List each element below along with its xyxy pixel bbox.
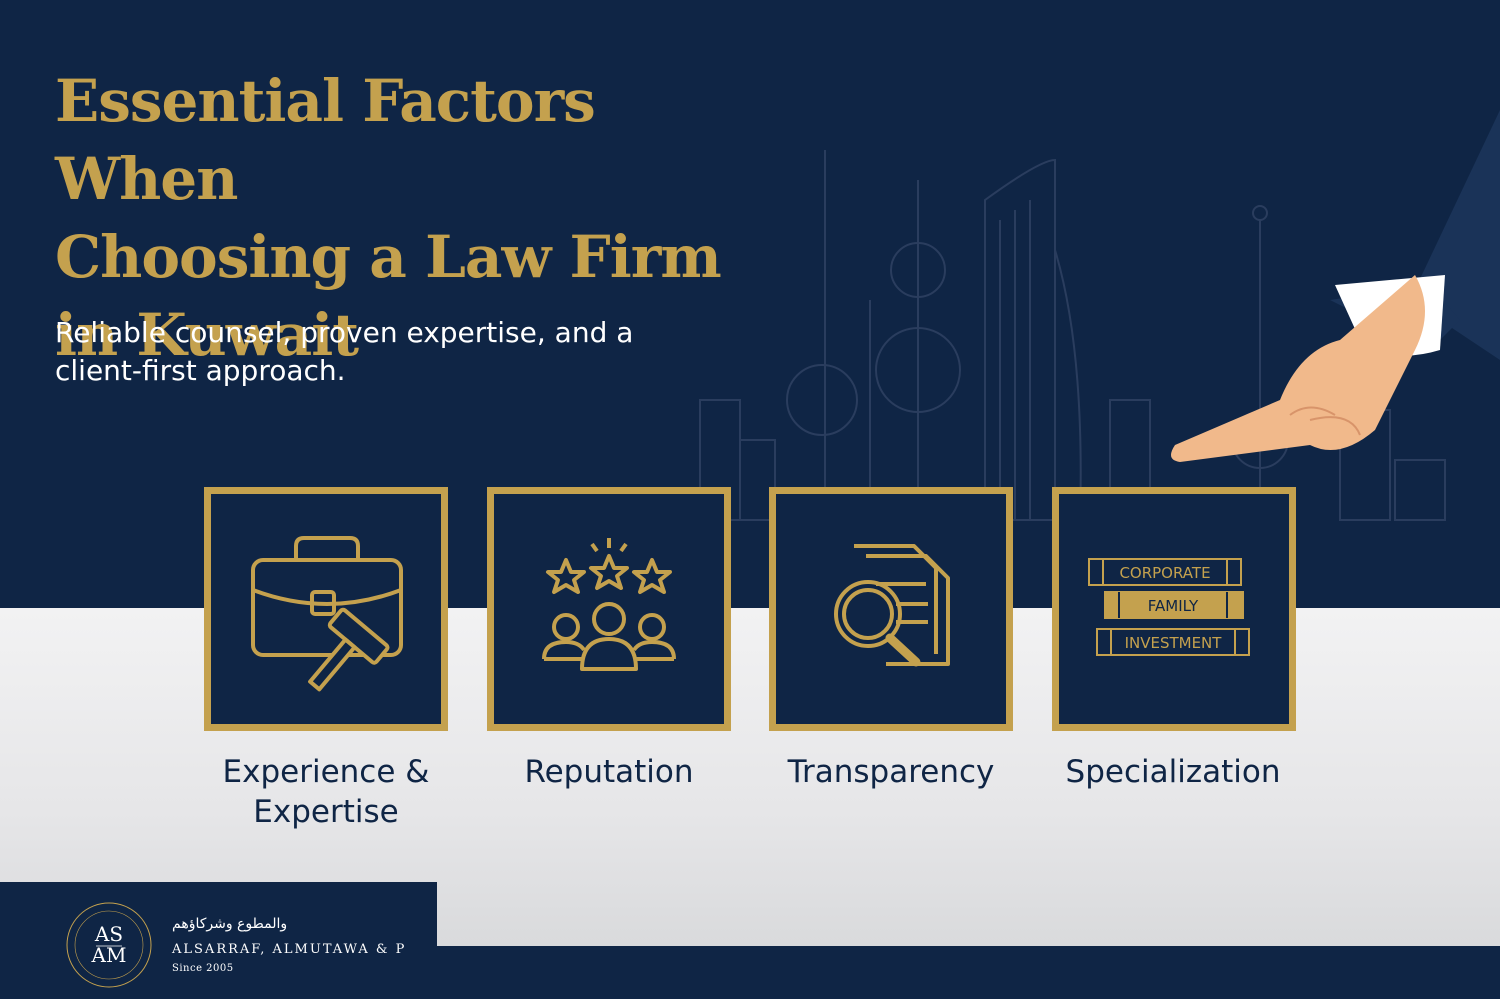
label-experience-line-2: Expertise [253,794,399,830]
title-line-1: Essential Factors When [55,67,596,213]
label-specialization: Specialization [1065,754,1281,790]
title-line-2: Choosing a Law Firm [55,223,722,291]
label-reputation: Reputation [524,754,694,790]
kuwait-skyline-illustration [699,150,1446,521]
firm-seal-logo: AS AM [66,902,152,988]
practice-areas-icon: CORPORATE FAMILY INVESTMENT [1088,558,1250,656]
tag-corporate: CORPORATE [1119,564,1210,582]
brand-footer [0,882,437,999]
label-transparency: Transparency [787,754,995,790]
brand-english-name: ALSARRAF, ALMUTAWA & P [172,942,407,957]
brand-arabic-name: والمطوع وشركاؤهم [172,916,288,932]
pointing-hand-illustration [1171,110,1500,462]
label-experience-line-1: Experience & [222,754,430,790]
tag-family: FAMILY [1148,597,1199,615]
subtitle-line-1: Reliable counsel, proven expertise, and … [55,316,634,349]
brand-since: Since 2005 [172,963,234,974]
title-line-3: in Kuwait [55,301,359,369]
briefcase-gavel-icon [251,536,403,692]
card-specialization: CORPORATE FAMILY INVESTMENT [1052,487,1296,731]
subtitle-line-2: client-first approach. [55,354,346,387]
label-experience: Experience & Expertise [176,752,476,832]
page-title: Essential Factors When Choosing a Law Fi… [55,62,775,374]
page-subtitle: Reliable counsel, proven expertise, and … [55,314,695,390]
tag-investment: INVESTMENT [1125,634,1223,652]
svg-text:AM: AM [91,943,127,967]
card-experience [204,487,448,731]
card-transparency [769,487,1013,731]
card-reputation [487,487,731,731]
document-magnifier-icon [834,544,950,667]
svg-text:AS: AS [94,922,123,946]
people-stars-icon [542,538,676,671]
